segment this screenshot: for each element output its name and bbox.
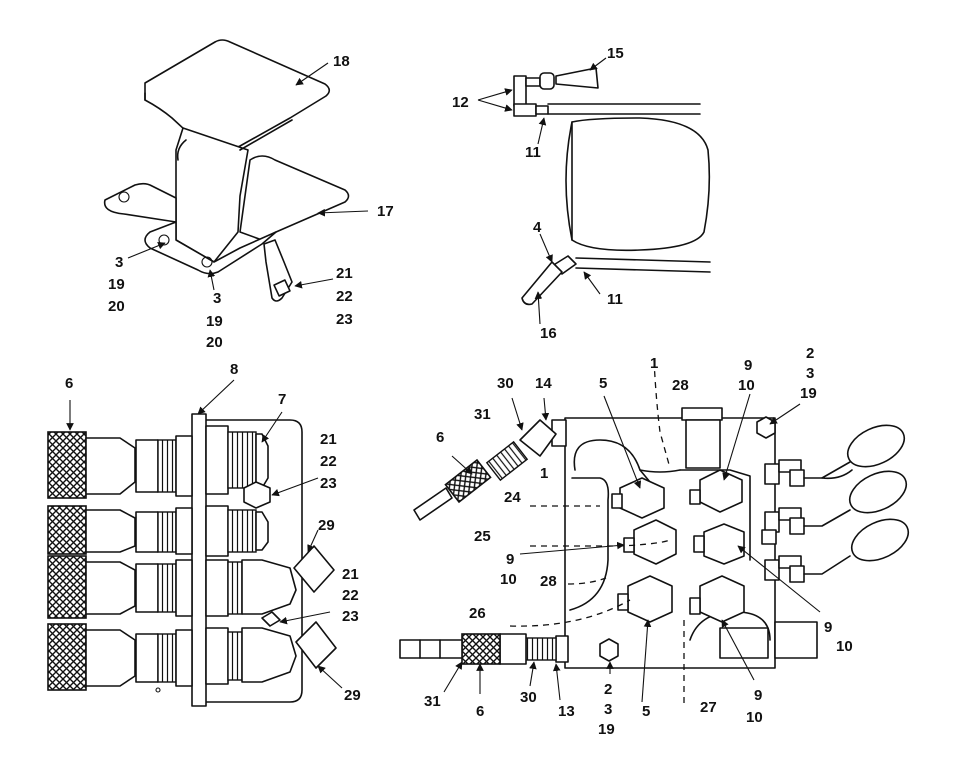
callout-2: 2 [806,345,814,362]
callout-21: 21 [342,566,359,583]
bracket-callouts: 18 17 3 19 20 3 19 20 21 22 23 [108,53,394,351]
callout-19: 19 [800,385,817,402]
callout-12: 12 [452,94,469,111]
callout-20: 20 [206,334,223,351]
callout-22: 22 [336,288,353,305]
callout-23: 23 [320,475,337,492]
callout-30: 30 [497,375,514,392]
callout-3: 3 [115,254,123,271]
callout-29: 29 [318,517,335,534]
callout-15: 15 [607,45,624,62]
callout-21: 21 [320,431,337,448]
valve-callouts: 30 14 5 1 28 9 10 2 3 19 31 6 1 24 25 9 … [424,345,853,738]
callout-19: 19 [108,276,125,293]
quick-coupler-panel-drawing [47,379,343,707]
mounting-bracket-drawing [103,39,369,302]
valve-handles [761,424,910,583]
callout-28: 28 [672,377,689,394]
callout-17: 17 [377,203,394,220]
callout-25: 25 [474,528,491,545]
callout-27: 27 [700,699,717,716]
callout-6: 6 [436,429,444,446]
callout-28: 28 [540,573,557,590]
callout-19: 19 [598,721,615,738]
callout-30: 30 [520,689,537,706]
callout-16: 16 [540,325,557,342]
callout-10: 10 [746,709,763,726]
reservoir-drawing [477,57,711,325]
callout-23: 23 [342,608,359,625]
callout-10: 10 [836,638,853,655]
callout-5: 5 [642,703,650,720]
callout-26: 26 [469,605,486,622]
callout-6: 6 [65,375,73,392]
callout-5: 5 [599,375,607,392]
callout-20: 20 [108,298,125,315]
callout-11: 11 [607,291,623,308]
callout-18: 18 [333,53,350,70]
callout-13: 13 [558,703,575,720]
reservoir-callouts: 15 12 11 4 16 11 [452,45,624,342]
callout-1: 1 [650,355,658,372]
callout-3: 3 [213,290,221,307]
callout-14: 14 [535,375,552,392]
callout-23: 23 [336,311,353,328]
callout-10: 10 [738,377,755,394]
callout-31: 31 [424,693,441,710]
callout-8: 8 [230,361,238,378]
callout-11: 11 [525,144,541,161]
callout-22: 22 [342,587,359,604]
callout-9: 9 [744,357,752,374]
callout-22: 22 [320,453,337,470]
callout-3: 3 [806,365,814,382]
callout-6: 6 [476,703,484,720]
coupler-callouts: 6 8 7 21 22 23 29 21 22 23 29 [65,361,361,704]
callout-2: 2 [604,681,612,698]
callout-4: 4 [533,219,542,236]
callout-9: 9 [824,619,832,636]
callout-10: 10 [500,571,517,588]
control-valve-drawing [399,359,910,708]
callout-3: 3 [604,701,612,718]
callout-7: 7 [278,391,286,408]
callout-21: 21 [336,265,353,282]
callout-24: 24 [504,489,521,506]
callout-9: 9 [754,687,762,704]
callout-19: 19 [206,313,223,330]
callout-1: 1 [540,465,548,482]
callout-31: 31 [474,406,491,423]
callout-9: 9 [506,551,514,568]
callout-29: 29 [344,687,361,704]
